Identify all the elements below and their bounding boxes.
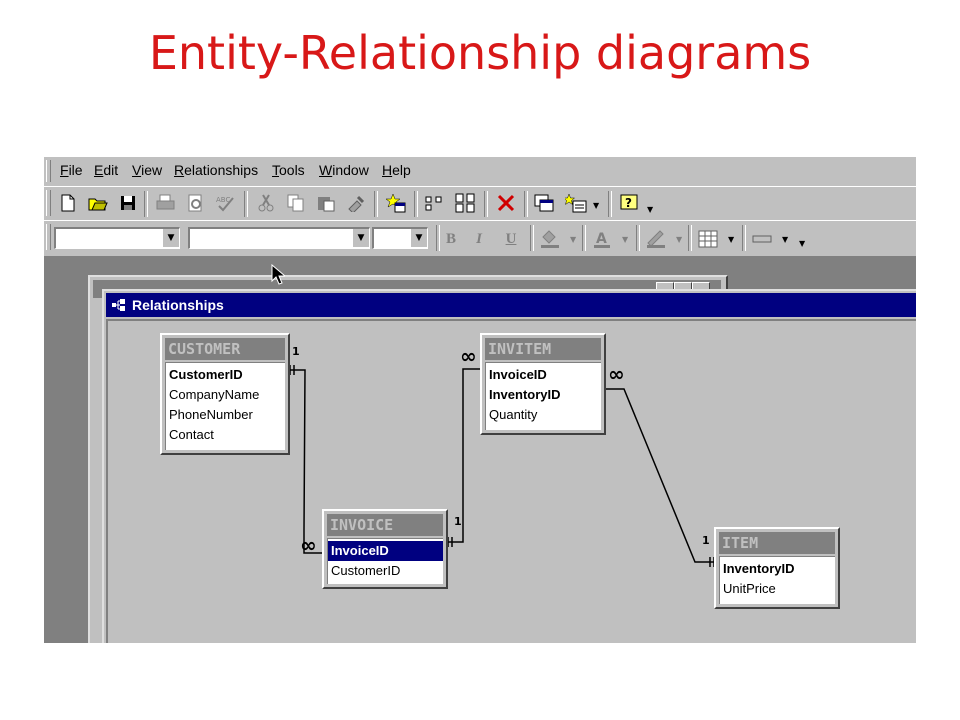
field-customerid[interactable]: CustomerID [169, 367, 243, 382]
menu-window[interactable]: Window [319, 162, 369, 178]
menu-bar: File Edit View Relationships Tools Windo… [44, 157, 916, 186]
menu-edit[interactable]: Edit [94, 162, 119, 178]
cardinality-one: 1 [454, 515, 462, 528]
relationships-window[interactable]: Relationships 1 ∞ 1 ∞ 1 [102, 289, 916, 643]
relationships-icon [112, 298, 128, 312]
relationships-titlebar[interactable]: Relationships [106, 293, 916, 317]
menu-view[interactable]: View [132, 162, 163, 178]
standard-toolbar: ABC ▼ ? ▼ [44, 186, 916, 221]
invitem-table[interactable]: INVITEM InvoiceID InventoryID Quantity [480, 333, 606, 435]
field-contact[interactable]: Contact [169, 427, 214, 442]
object-dropdown[interactable]: ▼ [54, 227, 180, 249]
table-title[interactable]: INVOICE [327, 514, 443, 536]
paste-icon[interactable] [314, 191, 338, 215]
field-companyname[interactable]: CompanyName [169, 387, 260, 402]
show-table-icon[interactable] [384, 191, 408, 215]
print-preview-icon[interactable] [184, 191, 208, 215]
formatting-toolbar: ▼ ▼ ▼ B I U ▼ A ▼ ▼ ▼ ▼ ▼ [44, 220, 916, 257]
bold-button[interactable]: B [445, 230, 456, 247]
relationship-line[interactable] [604, 388, 716, 563]
field-invoiceid[interactable]: InvoiceID [328, 541, 443, 561]
window-title: Relationships [132, 297, 224, 313]
menubar-grip[interactable] [46, 160, 51, 182]
svg-text:?: ? [625, 196, 632, 210]
access-window: File Edit View Relationships Tools Windo… [44, 157, 916, 643]
chevron-down-icon[interactable]: ▼ [593, 201, 600, 210]
field-list[interactable]: InvoiceID InventoryID Quantity [485, 362, 601, 430]
field-list[interactable]: InventoryID UnitPrice [719, 556, 835, 604]
border-icon[interactable] [696, 227, 720, 251]
field-customerid[interactable]: CustomerID [331, 563, 401, 578]
chevron-down-icon[interactable]: ▼ [411, 229, 427, 247]
chevron-down-icon[interactable]: ▼ [676, 235, 683, 244]
cut-icon[interactable] [254, 191, 278, 215]
menu-help[interactable]: Help [382, 162, 411, 178]
relationship-line[interactable] [448, 368, 482, 543]
chevron-down-icon[interactable]: ▼ [353, 229, 369, 247]
field-inventoryid[interactable]: InventoryID [723, 561, 795, 576]
special-effect-icon[interactable] [750, 227, 774, 251]
copy-icon[interactable] [284, 191, 308, 215]
properties-icon[interactable] [564, 191, 588, 215]
line-color-icon[interactable] [644, 227, 668, 251]
field-phonenumber[interactable]: PhoneNumber [169, 407, 253, 422]
cardinality-many: ∞ [460, 344, 477, 368]
spelling-icon[interactable]: ABC [214, 191, 238, 215]
chevron-down-icon[interactable]: ▼ [570, 235, 577, 244]
chevron-down-icon[interactable]: ▼ [728, 235, 735, 244]
chevron-down-icon[interactable]: ▼ [622, 235, 629, 244]
open-icon[interactable] [86, 191, 110, 215]
toolbar-grip[interactable] [46, 224, 51, 250]
field-unitprice[interactable]: UnitPrice [723, 581, 776, 596]
underline-button[interactable]: U [505, 230, 517, 247]
field-list[interactable]: InvoiceID CustomerID [327, 538, 443, 584]
cardinality-many: ∞ [300, 533, 317, 557]
table-title[interactable]: INVITEM [485, 338, 601, 360]
menu-file[interactable]: File [60, 162, 83, 178]
show-all-icon[interactable] [454, 191, 478, 215]
field-inventoryid[interactable]: InventoryID [489, 387, 561, 402]
font-size-dropdown[interactable]: ▼ [372, 227, 428, 249]
cardinality-one: 1 [292, 345, 300, 358]
save-icon[interactable] [116, 191, 140, 215]
font-color-icon[interactable]: A [590, 227, 614, 251]
show-direct-icon[interactable] [422, 191, 446, 215]
format-painter-icon[interactable] [344, 191, 368, 215]
relationship-line[interactable] [290, 369, 324, 554]
help-icon[interactable]: ? [618, 191, 642, 215]
chevron-down-icon[interactable]: ▼ [647, 205, 654, 214]
cardinality-one: 1 [702, 534, 710, 547]
menu-relationships[interactable]: Relationships [174, 162, 259, 178]
font-dropdown[interactable]: ▼ [188, 227, 370, 249]
new-icon[interactable] [56, 191, 80, 215]
table-title[interactable]: ITEM [719, 532, 835, 554]
slide-title: Entity-Relationship diagrams [148, 26, 812, 80]
field-invoiceid[interactable]: InvoiceID [489, 367, 547, 382]
relationship-lines [289, 365, 716, 567]
field-quantity[interactable]: Quantity [489, 407, 538, 422]
menu-tools[interactable]: Tools [272, 162, 305, 178]
relationship-canvas[interactable]: 1 ∞ 1 ∞ 1 ∞ CUSTOMER CustomerID CompanyN… [106, 319, 916, 643]
delete-icon[interactable] [494, 191, 518, 215]
mouse-cursor-icon [271, 264, 285, 285]
chevron-down-icon[interactable]: ▼ [782, 235, 789, 244]
invoice-table[interactable]: INVOICE InvoiceID CustomerID [322, 509, 448, 589]
table-title[interactable]: CUSTOMER [165, 338, 285, 360]
field-list[interactable]: CustomerID CompanyName PhoneNumber Conta… [165, 362, 285, 450]
new-object-icon[interactable] [532, 191, 556, 215]
mdi-workspace: Relationships 1 ∞ 1 ∞ 1 [44, 256, 916, 643]
chevron-down-icon[interactable]: ▼ [799, 239, 806, 248]
customer-table[interactable]: CUSTOMER CustomerID CompanyName PhoneNum… [160, 333, 290, 455]
cardinality-many: ∞ [608, 362, 625, 386]
italic-button[interactable]: I [476, 230, 482, 247]
toolbar-grip[interactable] [46, 190, 51, 216]
svg-text:A: A [596, 231, 607, 247]
svg-text:ABC: ABC [216, 196, 230, 204]
item-table[interactable]: ITEM InventoryID UnitPrice [714, 527, 840, 609]
print-icon[interactable] [154, 191, 178, 215]
fill-color-icon[interactable] [538, 227, 562, 251]
chevron-down-icon[interactable]: ▼ [163, 229, 179, 247]
